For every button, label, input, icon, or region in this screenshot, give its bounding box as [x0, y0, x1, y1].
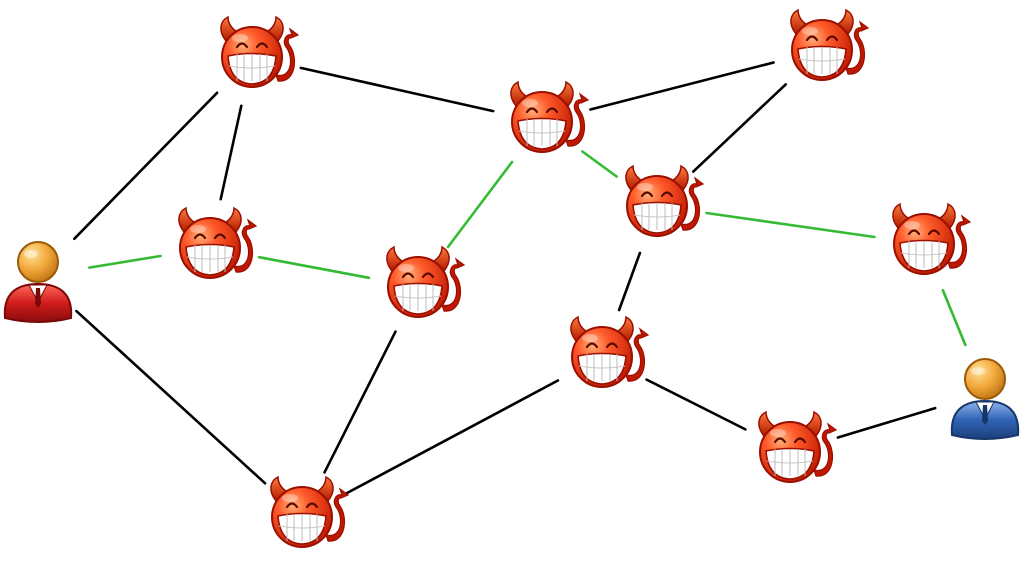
devil-face-icon	[386, 245, 466, 318]
link-user-red-to-devil-3	[75, 309, 267, 485]
devil-face-icon	[570, 315, 650, 388]
devil-face-icon	[220, 15, 300, 88]
link-devil-5-to-devil-6	[691, 83, 788, 173]
devil-face-icon	[790, 8, 870, 81]
link-devil-10-to-user-blue	[836, 406, 937, 439]
devil-face-icon	[178, 206, 258, 279]
link-devil-1-to-devil-2	[219, 104, 243, 201]
devil-face-icon	[270, 475, 350, 548]
devil-face-icon	[510, 80, 590, 153]
user-blue-icon	[950, 358, 1020, 440]
devil-face-icon	[892, 202, 972, 275]
link-devil-4-to-devil-5	[589, 61, 775, 111]
link-devil-9-to-devil-10	[645, 378, 747, 431]
path-link-devil-2-to-devil-8	[257, 255, 371, 280]
user-red-icon	[3, 241, 73, 323]
link-devil-3-to-devil-9	[344, 379, 560, 495]
devil-face-icon	[625, 164, 705, 237]
path-link-user-red-to-devil-2	[88, 254, 162, 269]
link-devil-1-to-devil-4	[299, 66, 495, 113]
path-link-devil-7-to-user-blue	[941, 288, 967, 347]
link-user-red-to-devil-1	[73, 91, 219, 241]
path-link-devil-6-to-devil-7	[705, 211, 876, 239]
link-devil-6-to-devil-9	[617, 251, 642, 312]
devil-face-icon	[758, 410, 838, 483]
path-link-devil-8-to-devil-4	[446, 160, 514, 249]
link-devil-3-to-devil-8	[323, 330, 397, 474]
path-link-devil-4-to-devil-6	[581, 150, 618, 178]
